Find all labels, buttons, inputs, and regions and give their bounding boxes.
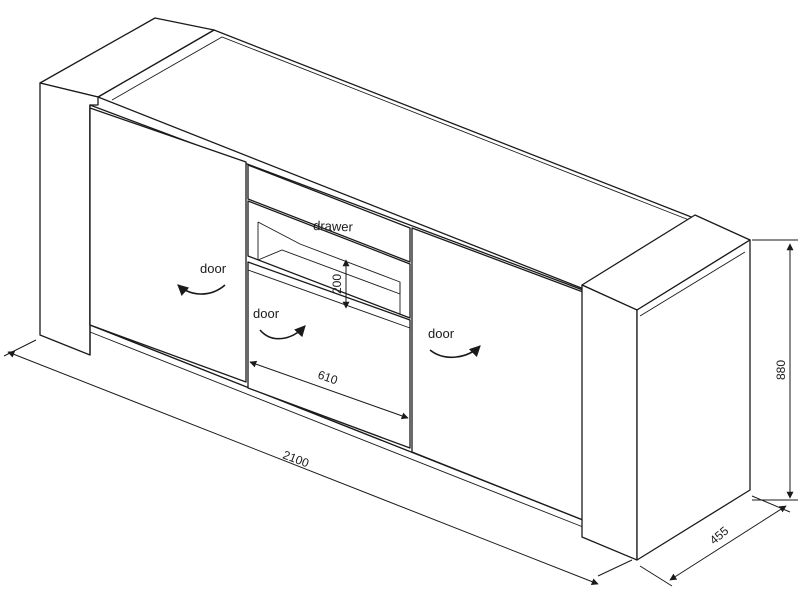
drawer-front [247,164,411,263]
drawer-label: drawer [313,218,354,234]
depth-label: 455 [707,523,732,547]
height-dimension: 880 [752,239,798,501]
open-shelf [247,200,411,319]
left-pillar [39,17,215,356]
opening-height-label: 200 [330,274,344,294]
total-width-label: 2100 [281,448,311,471]
opening-height-dimension: 200 [330,259,350,309]
center-door-label: door [253,306,280,321]
right-door-label: door [428,326,455,341]
left-door-label: door [200,261,227,276]
left-door-arrow [177,284,226,296]
center-door-arrow [259,325,306,340]
height-label: 880 [774,360,788,380]
